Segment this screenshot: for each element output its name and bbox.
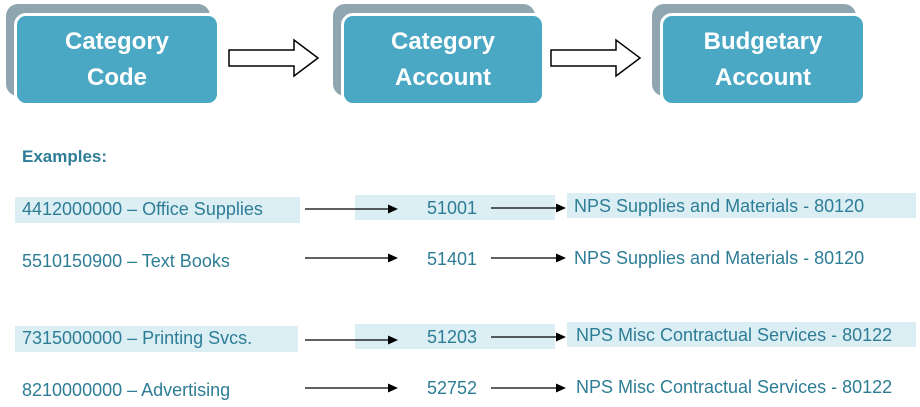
arrow-icon <box>491 203 566 213</box>
category-code-cell: 4412000000 – Office Supplies <box>22 199 263 219</box>
budgetary-account-cell: NPS Supplies and Materials - 80120 <box>574 196 865 216</box>
category-account-cell: 51001 <box>427 198 478 218</box>
flow-box-category-account: Category Account <box>333 4 545 106</box>
arrow-icon <box>305 335 398 345</box>
block-arrow-icon <box>550 38 642 78</box>
examples-heading: Examples: <box>22 147 108 166</box>
arrow-icon <box>305 253 398 263</box>
category-account-cell: 52752 <box>427 378 478 398</box>
row-highlight <box>15 197 300 223</box>
budgetary-account-cell: NPS Misc Contractual Services - 80122 <box>576 377 893 397</box>
category-code-cell: 7315000000 – Printing Svcs. <box>22 328 253 348</box>
arrow-icon <box>305 383 398 393</box>
arrow-icon <box>491 332 566 342</box>
arrow-icon <box>491 253 566 263</box>
flow-box-label: Category Account <box>341 13 545 106</box>
row-highlight <box>567 193 916 218</box>
arrow-icon <box>491 383 566 393</box>
flow-box-label: Category Code <box>14 13 220 106</box>
row-highlight <box>15 326 298 352</box>
category-account-cell: 51203 <box>427 327 478 347</box>
flow-box-label: Budgetary Account <box>660 13 866 106</box>
budgetary-account-cell: NPS Misc Contractual Services - 80122 <box>576 325 893 345</box>
budgetary-account-cell: NPS Supplies and Materials - 80120 <box>574 248 865 268</box>
category-account-cell: 51401 <box>427 249 478 269</box>
arrow-icon <box>305 204 398 214</box>
block-arrow-icon <box>228 38 320 78</box>
flow-box-category-code: Category Code <box>6 4 220 106</box>
row-highlight <box>567 322 916 347</box>
category-code-cell: 8210000000 – Advertising <box>22 380 231 400</box>
flow-box-budgetary-account: Budgetary Account <box>652 4 866 106</box>
category-code-cell: 5510150900 – Text Books <box>22 251 230 271</box>
